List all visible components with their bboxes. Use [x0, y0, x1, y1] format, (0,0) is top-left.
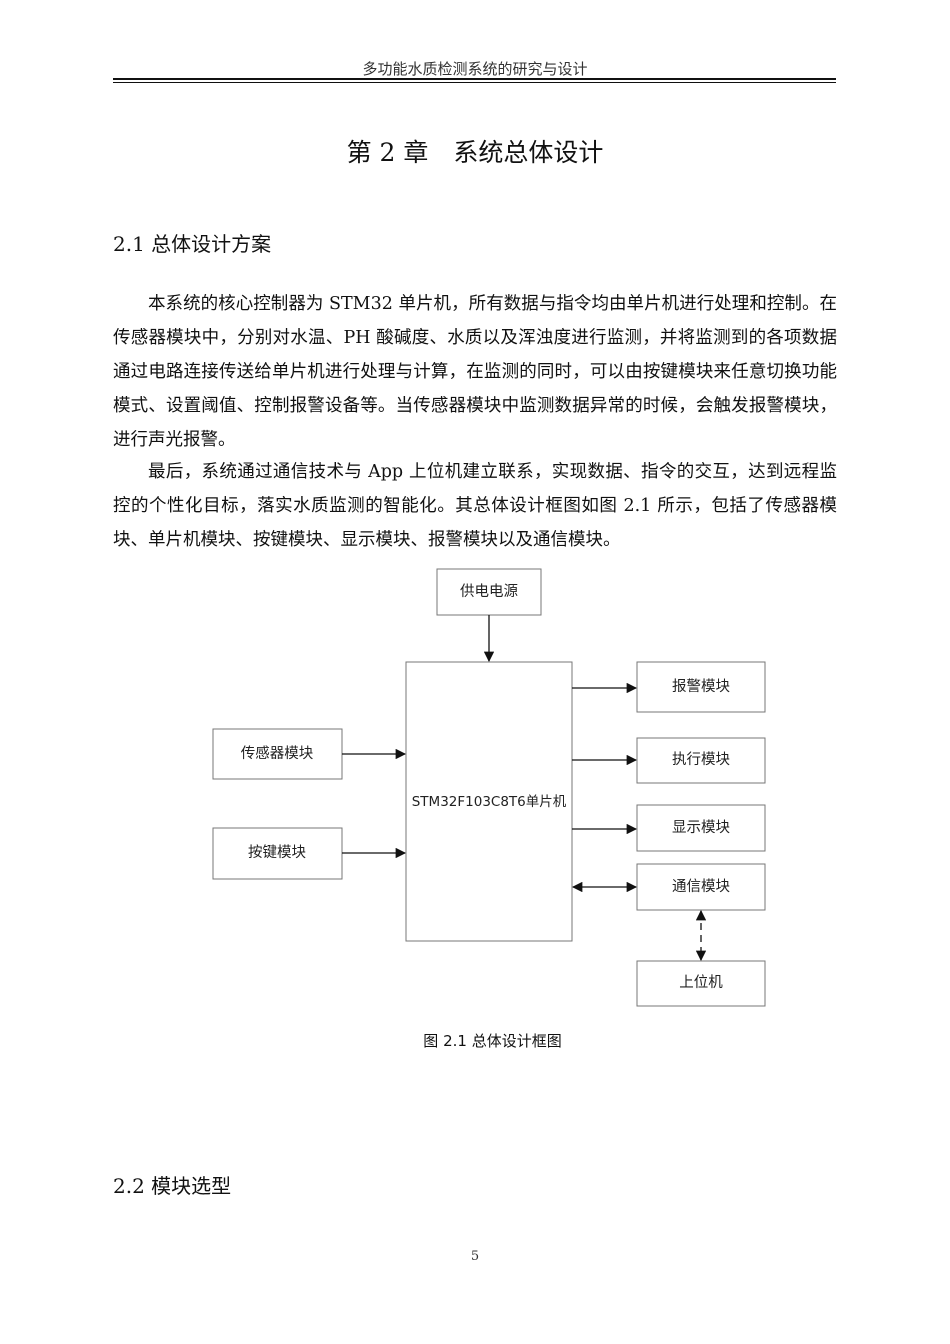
actuator-block	[636, 737, 766, 784]
sensor-block	[212, 728, 343, 780]
actuator-label: 执行模块	[672, 751, 730, 768]
header-rule-thin	[113, 82, 836, 83]
sensor-label: 传感器模块	[241, 745, 314, 762]
chapter-title: 第 2 章 系统总体设计	[346, 138, 604, 167]
display-block	[636, 804, 766, 852]
running-header-title: 多功能水质检测系统的研究与设计	[362, 60, 588, 78]
comm-block	[636, 863, 766, 911]
host-label: 上位机	[679, 974, 723, 991]
block-diagram: 供电电源 STM32F103C8T6单片机 传感器模块 按键模块 报警模块 执行…	[180, 562, 800, 1022]
comm-label: 通信模块	[672, 878, 730, 895]
display-label: 显示模块	[672, 819, 730, 836]
keys-label: 按键模块	[248, 844, 306, 861]
section-heading-2-2: 2.2 模块选型	[113, 1174, 232, 1198]
header-rule-thick	[113, 78, 836, 80]
alarm-label: 报警模块	[672, 678, 730, 695]
paragraph-1: 本系统的核心控制器为 STM32 单片机，所有数据与指令均由单片机进行处理和控制…	[113, 294, 837, 450]
mcu-block	[405, 661, 573, 942]
paragraph-2: 最后，系统通过通信技术与 App 上位机建立联系，实现数据、指令的交互，达到远程…	[113, 462, 837, 550]
power-label: 供电电源	[460, 583, 518, 600]
section-heading-2-1: 2.1 总体设计方案	[113, 232, 272, 256]
figure-caption: 图 2.1 总体设计框图	[423, 1032, 562, 1050]
power-block	[436, 568, 542, 616]
mcu-label: STM32F103C8T6单片机	[412, 794, 567, 810]
keys-block	[212, 827, 343, 880]
page-number: 5	[470, 1249, 480, 1264]
